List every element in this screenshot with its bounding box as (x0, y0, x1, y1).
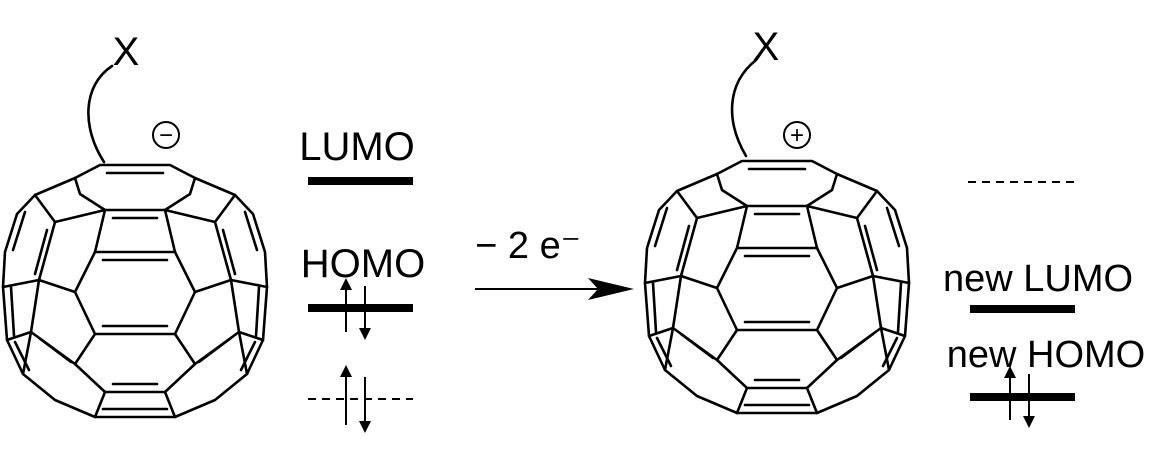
lumo-label: LUMO (299, 125, 415, 169)
lumo-level-line (308, 177, 413, 185)
right-charge-sign: + (790, 122, 804, 149)
right-charge-circle (783, 121, 811, 149)
homo-label: HOMO (301, 242, 425, 286)
homo-electron-pair (340, 278, 371, 340)
left-charge-circle (152, 121, 180, 149)
right-substituent-tether (730, 58, 758, 158)
arrow-head (588, 278, 634, 300)
homo-level-line (308, 304, 413, 312)
new-lumo-level-line (970, 305, 1075, 313)
right-energy-levels: new LUMO new HOMO (943, 181, 1145, 428)
left-charge-sign: − (159, 122, 173, 149)
left-energy-levels: LUMO HOMO (299, 125, 425, 433)
new-homo-electron-pair (1004, 366, 1035, 428)
right-substituent-label: X (753, 25, 780, 69)
left-fullerene: X − (1, 30, 269, 419)
new-homo-level-line (970, 393, 1075, 401)
lower-electron-pair (340, 365, 371, 433)
new-lumo-label: new LUMO (943, 258, 1133, 300)
reaction-label: − 2 e⁻ (475, 225, 581, 267)
left-substituent-label: X (113, 30, 140, 74)
reaction-arrow: − 2 e⁻ (475, 225, 634, 300)
left-substituent-tether (87, 64, 114, 164)
right-fullerene: X + (643, 25, 911, 415)
new-homo-label: new HOMO (947, 334, 1145, 376)
